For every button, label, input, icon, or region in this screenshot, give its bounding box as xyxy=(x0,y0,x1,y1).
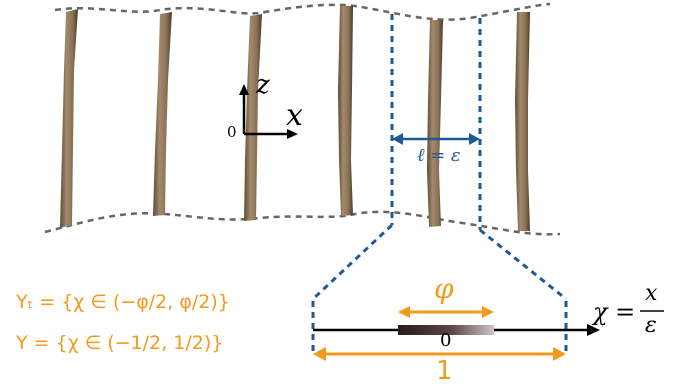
bottom-boundary xyxy=(44,210,561,236)
tree-trunk-icon xyxy=(515,12,530,231)
yt-set-label: Yₜ = {χ ∈ (−φ/2, φ/2)} xyxy=(16,291,230,313)
tree-segment xyxy=(398,325,494,335)
tree-trunk-icon xyxy=(60,9,78,228)
fraction-numerator: x xyxy=(645,281,658,306)
chi-definition: χ = xyxy=(593,298,636,326)
tree-trunk-icon xyxy=(338,6,353,216)
unit-arrow xyxy=(313,347,566,361)
tree-trunk-icon xyxy=(244,14,262,221)
one-label: 1 xyxy=(436,356,453,386)
cell-outline xyxy=(311,14,568,356)
y-set-label: Y = {χ ∈ (−1/2, 1/2)} xyxy=(16,332,224,354)
tree-trunk-icon xyxy=(427,20,443,227)
phi-label: φ xyxy=(434,272,454,305)
axes-icon xyxy=(239,84,298,139)
origin-label: 0 xyxy=(227,123,237,141)
zero-label: 0 xyxy=(440,330,452,351)
cell-width-arrow xyxy=(392,133,480,145)
tree-trunks xyxy=(60,6,530,231)
z-axis-label: z xyxy=(256,70,270,100)
tree-trunk-icon xyxy=(153,12,172,216)
top-boundary xyxy=(54,2,551,21)
fraction-denominator: ε xyxy=(645,313,657,338)
cell-width-label: ℓ = ε xyxy=(417,145,461,166)
phi-arrow xyxy=(398,306,494,318)
x-axis-label: x xyxy=(286,98,303,133)
